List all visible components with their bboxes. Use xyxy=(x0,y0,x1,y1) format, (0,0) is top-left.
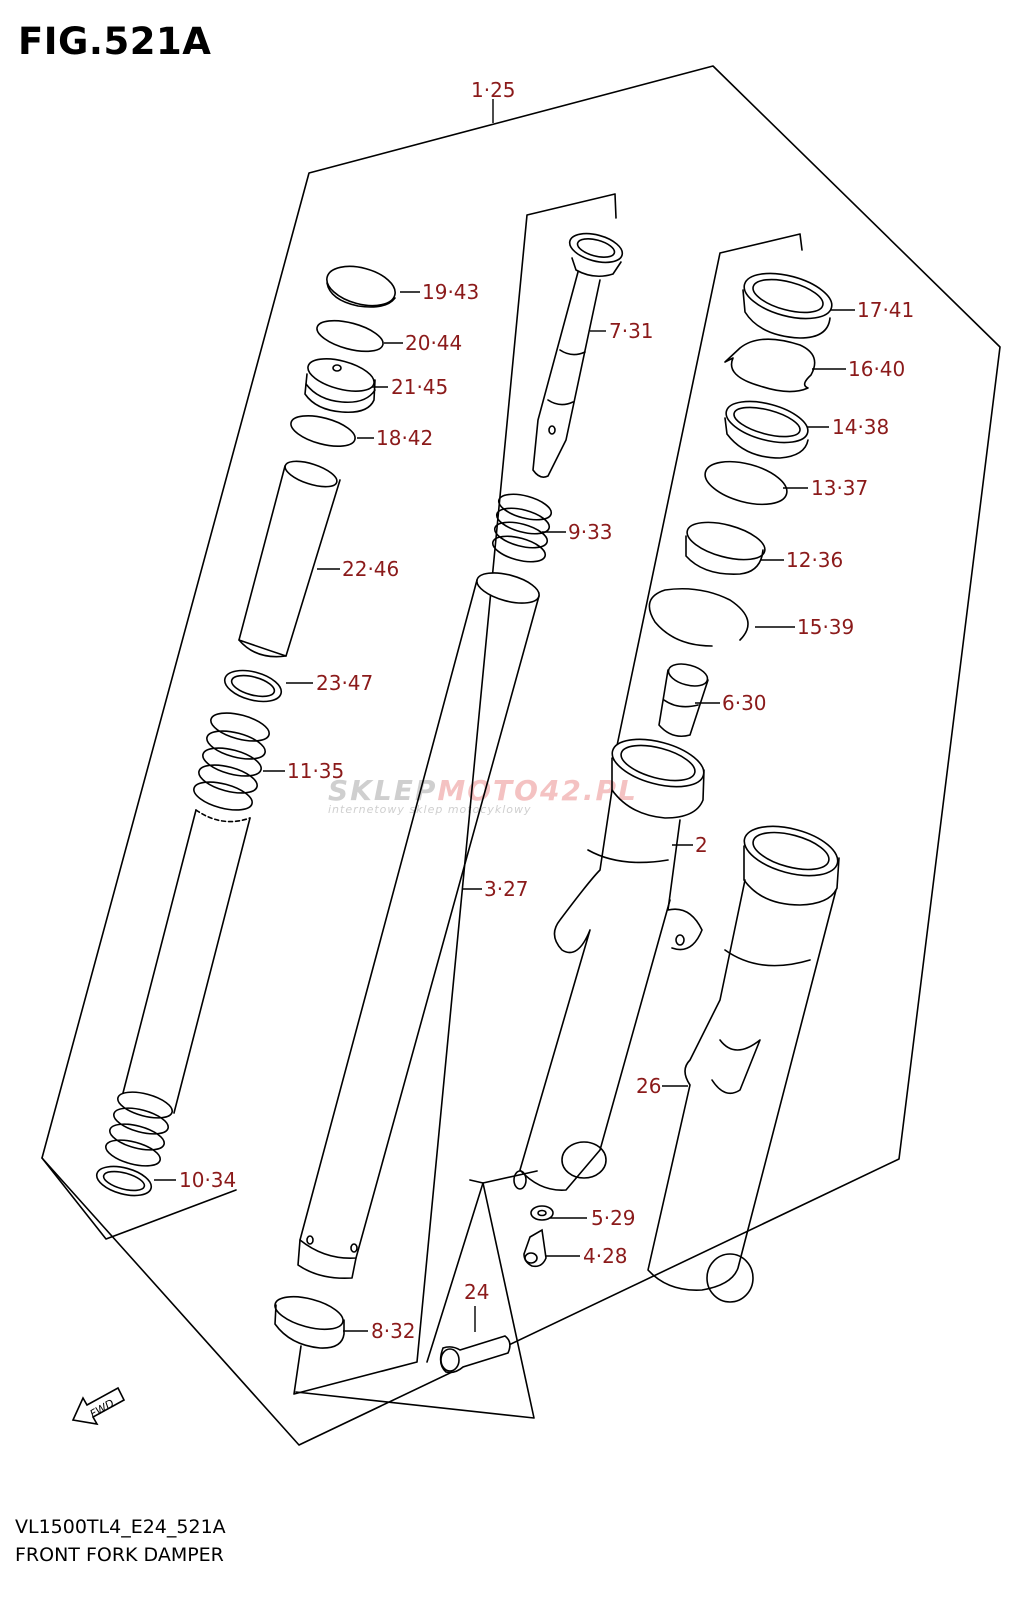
callout-26: 26 xyxy=(636,1074,662,1098)
part-2-outer-tube xyxy=(513,738,705,1191)
part-7-damper-rod xyxy=(532,232,624,478)
callout-10-34: 10·34 xyxy=(179,1168,237,1192)
part-14-seal xyxy=(724,400,809,459)
damper-group-outline xyxy=(293,193,617,1395)
callout-19-43: 19·43 xyxy=(422,280,480,304)
part-5-washer xyxy=(530,1205,554,1221)
part-22-spacer xyxy=(238,460,341,658)
part-13-ring xyxy=(704,460,788,506)
callout-7-31: 7·31 xyxy=(609,319,654,343)
callout-11-35: 11·35 xyxy=(287,759,345,783)
callout-9-33: 9·33 xyxy=(568,520,613,544)
model-code: VL1500TL4_E24_521A xyxy=(15,1516,226,1538)
callout-3-27: 3·27 xyxy=(484,877,529,901)
part-23-washer xyxy=(223,669,283,703)
part-11-spring xyxy=(105,712,270,1167)
part-3-inner-tube xyxy=(297,572,540,1280)
callout-18-42: 18·42 xyxy=(376,426,434,450)
callout-17-41: 17·41 xyxy=(857,298,915,322)
part-8-bushing xyxy=(274,1295,345,1349)
part-18-o-ring xyxy=(290,415,356,447)
callout-12-36: 12·36 xyxy=(786,548,844,572)
callout-8-32: 8·32 xyxy=(371,1319,416,1343)
part-19-cap xyxy=(326,265,396,308)
spring-group-outline xyxy=(41,1157,237,1240)
fwd-arrow-icon: FWD xyxy=(71,1386,126,1426)
part-21-plug xyxy=(304,358,376,414)
callout-16-40: 16·40 xyxy=(848,357,906,381)
part-10-washer xyxy=(95,1165,153,1197)
part-20-snap-ring xyxy=(316,319,384,353)
callout-21-45: 21·45 xyxy=(391,375,449,399)
callout-1-25: 1·25 xyxy=(471,78,516,102)
callout-14-38: 14·38 xyxy=(832,415,890,439)
callout-20-44: 20·44 xyxy=(405,331,463,355)
callout-4-28: 4·28 xyxy=(583,1244,628,1268)
outer-tube-group-outline xyxy=(295,233,803,1419)
callout-23-47: 23·47 xyxy=(316,671,374,695)
bolt-group-outline xyxy=(426,1170,538,1363)
figure-title: FIG.521A xyxy=(18,20,212,63)
part-4-bolt xyxy=(523,1228,547,1268)
watermark-brand-c: 42.PL xyxy=(539,774,638,807)
part-26-outer-tube xyxy=(647,825,840,1303)
part-17-oil-seal xyxy=(742,272,833,339)
part-6-cylinder xyxy=(658,663,709,738)
part-24-bolt xyxy=(439,1335,511,1374)
callout-5-29: 5·29 xyxy=(591,1206,636,1230)
part-9-spring xyxy=(491,493,553,563)
callout-13-37: 13·37 xyxy=(811,476,869,500)
callout-6-30: 6·30 xyxy=(722,691,767,715)
callout-22-46: 22·46 xyxy=(342,557,400,581)
part-16-stopper-ring xyxy=(724,338,816,393)
figure-name: FRONT FORK DAMPER xyxy=(15,1544,224,1566)
callout-15-39: 15·39 xyxy=(797,615,855,639)
watermark-brand: SKLEPMOTO42.PL xyxy=(328,774,728,807)
part-12-bushing xyxy=(685,521,766,575)
callout-24: 24 xyxy=(464,1280,490,1304)
part-15-snap-ring xyxy=(648,587,749,647)
callout-2: 2 xyxy=(695,833,708,857)
